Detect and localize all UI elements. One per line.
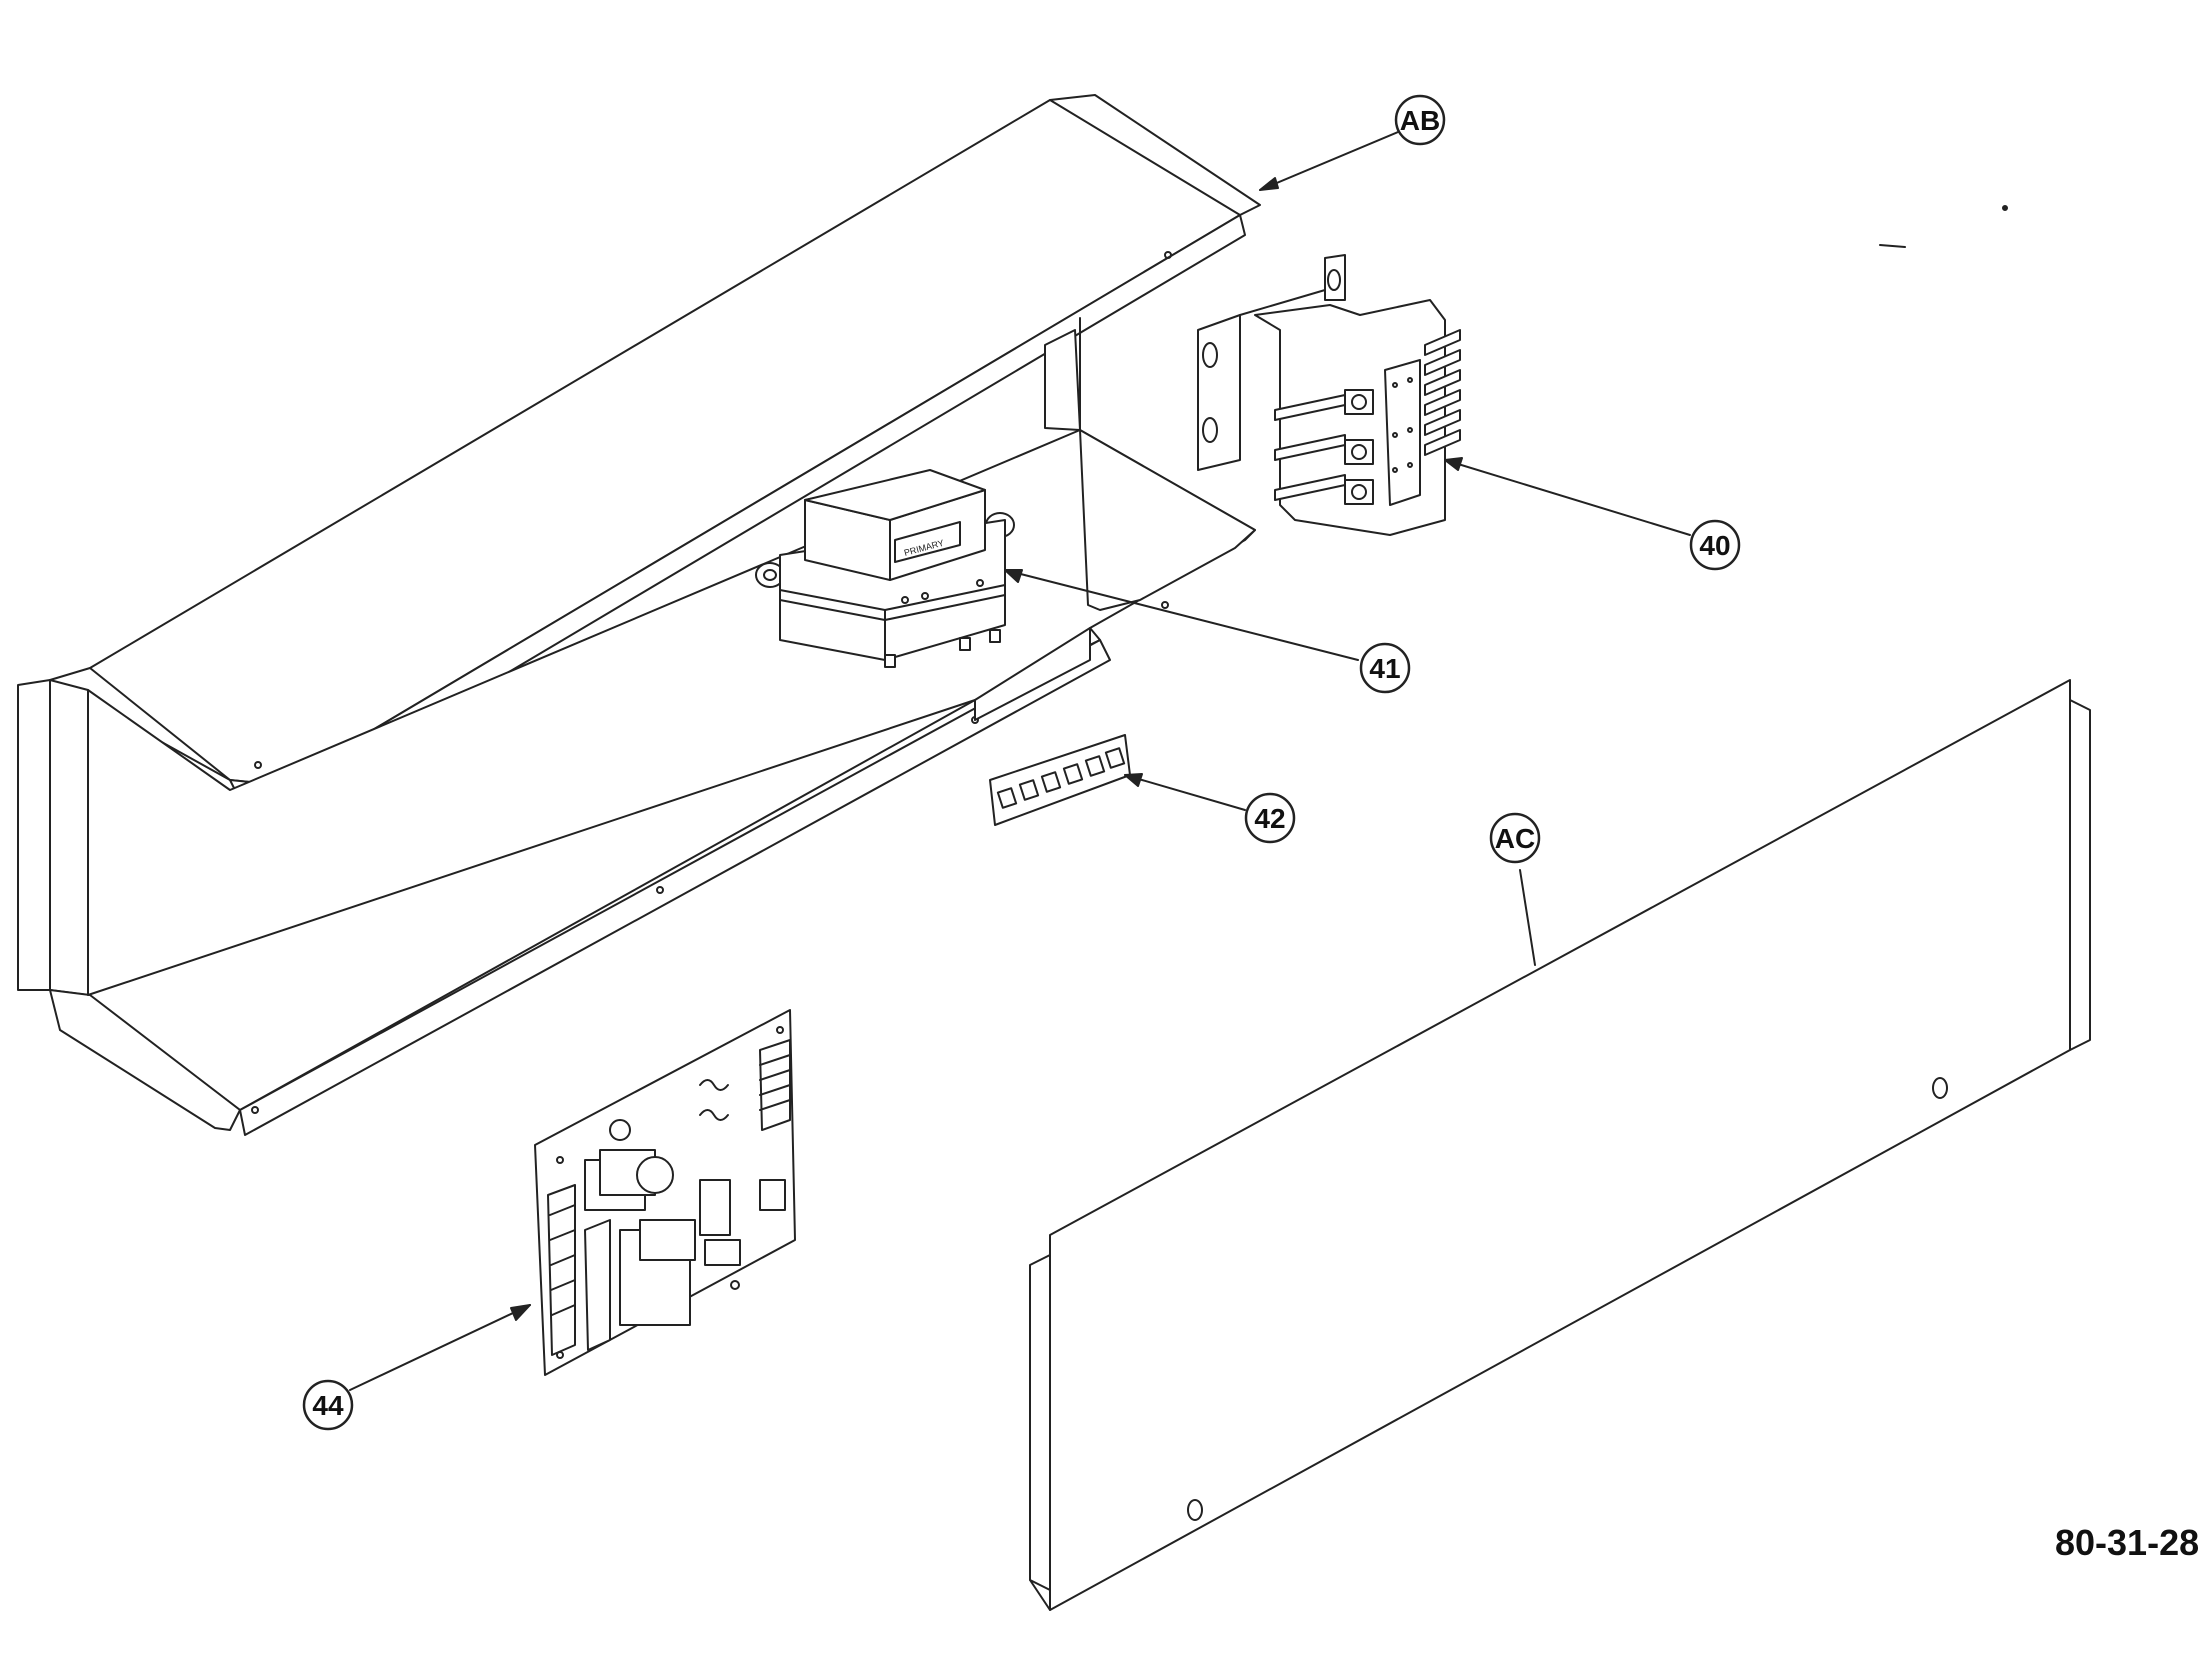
- callout-ab: AB: [1394, 94, 1446, 146]
- control-board-44: [534, 1009, 796, 1376]
- callout-ab-label: AB: [1400, 105, 1440, 136]
- callout-44: 44: [302, 1379, 354, 1431]
- contactor-40: [1197, 254, 1461, 536]
- leader-lines: [349, 131, 1691, 1391]
- transformer-41: PRIMARY: [755, 469, 1015, 668]
- callout-44-label: 44: [312, 1390, 344, 1421]
- terminal-strip-42: [989, 734, 1131, 826]
- housing-ab: [17, 94, 1261, 1136]
- callout-40-label: 40: [1699, 530, 1730, 561]
- callout-42-label: 42: [1254, 803, 1285, 834]
- figure-number: 80-31-28: [2055, 1522, 2199, 1563]
- callout-41-label: 41: [1369, 653, 1400, 684]
- callout-ac: AC: [1489, 812, 1541, 864]
- callout-41: 41: [1359, 642, 1411, 694]
- callout-42: 42: [1244, 792, 1296, 844]
- callout-40: 40: [1689, 519, 1741, 571]
- cover-panel-ac: [1029, 679, 2091, 1611]
- callout-ac-label: AC: [1495, 823, 1535, 854]
